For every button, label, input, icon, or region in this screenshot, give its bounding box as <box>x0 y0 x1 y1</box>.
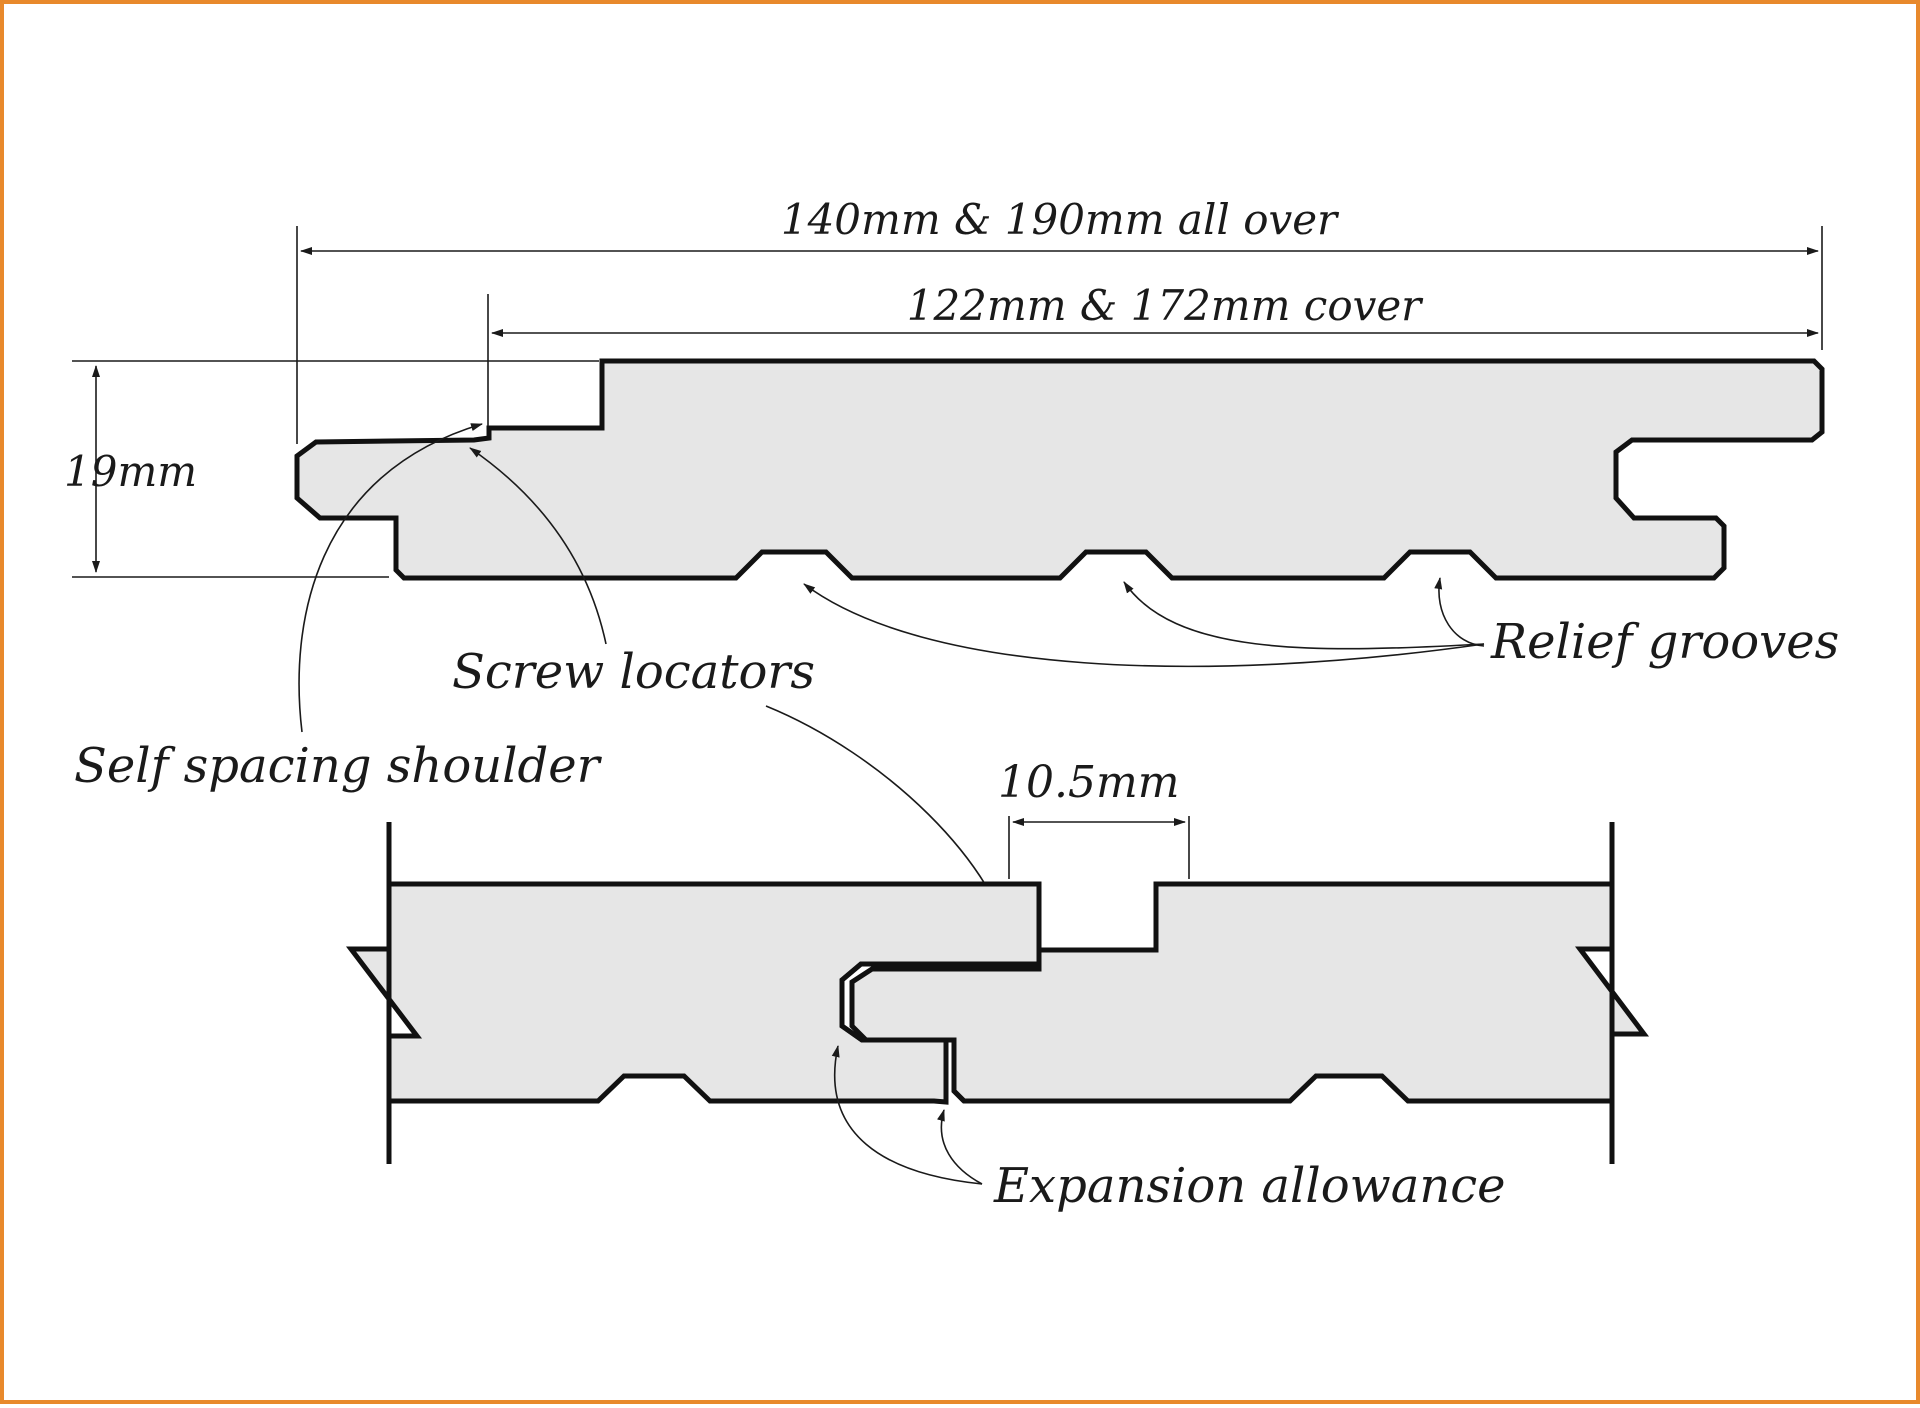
expansion-allowance-leader-2 <box>937 1109 983 1185</box>
left-board-tongue-outline <box>839 884 1042 1102</box>
self-spacing-shoulder-leader <box>298 423 483 733</box>
self-spacing-shoulder-label: Self spacing shoulder <box>74 738 603 794</box>
relief-grooves-label: Relief grooves <box>1490 614 1839 670</box>
cover-width-label: 122mm & 172mm cover <box>907 281 1424 330</box>
screw-locators-leader-top <box>469 447 607 645</box>
right-board-groove-outline <box>951 884 1159 1103</box>
gap-width-label: 10.5mm <box>998 757 1179 808</box>
relief-grooves-leader-1 <box>803 583 1485 668</box>
relief-grooves-leader-2 <box>1123 581 1485 650</box>
decking-profile-diagram: 140mm & 190mm all over 122mm & 172mm cov… <box>64 195 1839 1214</box>
expansion-allowance-label: Expansion allowance <box>993 1158 1506 1214</box>
expansion-allowance-leader-1 <box>831 1045 983 1185</box>
relief-grooves-leader-3 <box>1434 577 1485 647</box>
overall-width-label: 140mm & 190mm all over <box>781 195 1340 244</box>
single-board-profile <box>294 358 1825 581</box>
thickness-label: 19mm <box>64 447 197 496</box>
screw-locators-label: Screw locators <box>452 644 815 700</box>
